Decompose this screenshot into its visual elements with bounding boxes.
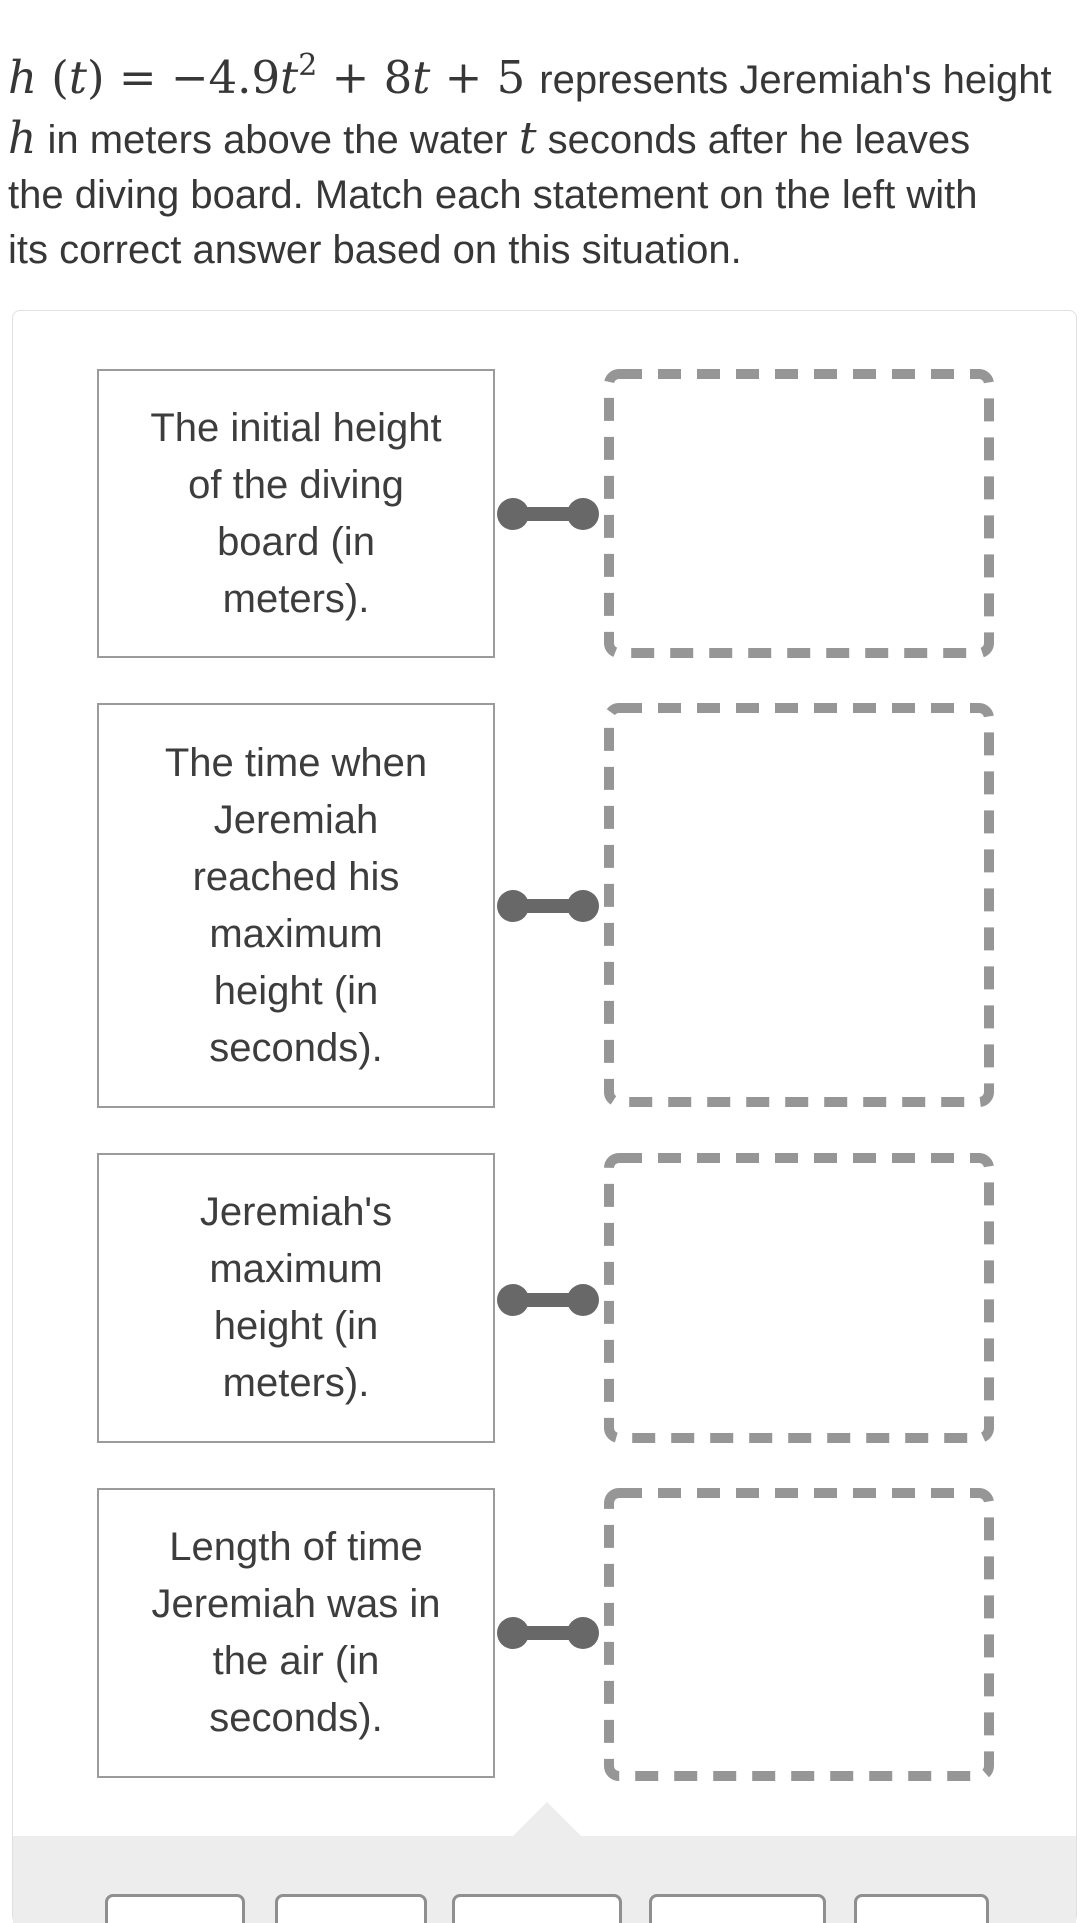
problem-text-line: the diving board. Match each statement o…	[8, 168, 1076, 223]
problem-text-line: its correct answer based on this situati…	[8, 223, 1076, 278]
answer-tile[interactable]	[649, 1894, 826, 1923]
statement-box-max-height: Jeremiah's maximum height (in meters).	[97, 1153, 495, 1443]
math-symbol: t	[68, 51, 87, 104]
statement-line: The initial height	[150, 405, 442, 450]
text-segment: the diving board. Match each statement o…	[8, 173, 978, 217]
match-connector-icon	[495, 1278, 601, 1322]
match-connector-icon	[495, 1611, 601, 1655]
statement-line: seconds).	[209, 1025, 383, 1070]
statement-line: Jeremiah	[213, 797, 379, 842]
tray-notch-icon	[513, 1802, 581, 1836]
statement-line: meters).	[222, 1361, 370, 1405]
dropzone-max-height[interactable]	[604, 1153, 994, 1443]
answer-tile[interactable]	[275, 1894, 427, 1923]
statement-line: seconds).	[209, 1696, 383, 1740]
text-segment: in meters above the water	[36, 118, 519, 162]
statement-line: height (in	[213, 1304, 379, 1348]
dropzone-time-of-max-height[interactable]	[604, 703, 994, 1107]
math-symbol: t	[412, 51, 431, 104]
statement-line: The time when	[164, 740, 428, 785]
math-symbol: (	[36, 51, 69, 104]
text-segment: its correct answer based on this situati…	[8, 228, 742, 272]
math-symbol: t	[518, 113, 537, 164]
statement-line: Jeremiah's	[199, 1190, 393, 1234]
statement-line: the air (in	[212, 1639, 380, 1683]
statement-line: reached his	[192, 854, 400, 899]
statement-line: board (in	[217, 519, 375, 564]
match-connector-icon	[495, 492, 601, 536]
math-symbol: t	[280, 51, 299, 104]
math-symbol: ) = −4.9	[86, 51, 281, 104]
match-connector-icon	[495, 884, 601, 928]
text-segment: represents Jeremiah's height	[539, 58, 1052, 102]
math-symbol: + 8	[317, 51, 413, 104]
math-symbol: h	[8, 113, 37, 164]
statement-line: Length of time	[169, 1525, 423, 1569]
math-symbol: h	[8, 51, 37, 104]
text-segment: seconds after he leaves	[536, 118, 971, 162]
statement-line: height (in	[213, 968, 379, 1013]
problem-text-line: h in meters above the water t seconds af…	[8, 111, 1076, 168]
statement-line: maximum	[209, 1247, 383, 1291]
answer-tile[interactable]	[452, 1894, 622, 1923]
statement-line: maximum	[209, 911, 383, 956]
statement-line: meters).	[222, 576, 370, 621]
answer-tile[interactable]	[105, 1894, 245, 1923]
text-segment: 2	[298, 48, 318, 83]
answer-tile[interactable]	[854, 1894, 989, 1923]
statement-line: of the diving	[188, 462, 404, 507]
statement-box-initial-height: The initial height of the diving board (in…	[97, 369, 495, 658]
dropzone-time-in-air[interactable]	[604, 1488, 994, 1781]
statement-line: Jeremiah was in	[151, 1582, 441, 1626]
dropzone-initial-height[interactable]	[604, 369, 994, 658]
math-symbol: + 5	[430, 51, 526, 104]
